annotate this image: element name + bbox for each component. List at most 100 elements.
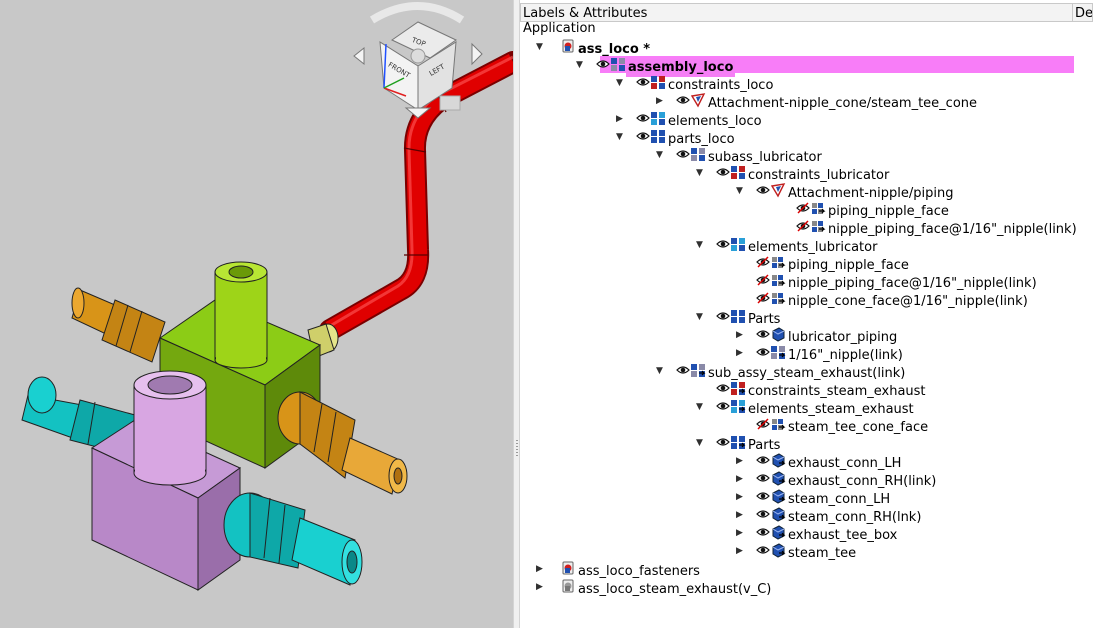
visibility-eye-icon[interactable] <box>716 400 730 418</box>
expand-arrow-icon[interactable]: ▼ <box>696 240 703 250</box>
tree-row[interactable]: nipple_piping_face@1/16"_nipple(link) <box>776 218 1079 238</box>
tree-row[interactable]: ▶ass_loco_steam_exhaust(v_C) <box>536 578 773 597</box>
tree-row[interactable]: ▼sub_assy_steam_exhaust(link) <box>656 362 907 382</box>
tree-row[interactable]: ▶1/16"_nipple(link) <box>736 344 905 364</box>
visibility-eye-icon[interactable] <box>756 508 770 526</box>
visibility-eye-icon[interactable] <box>756 184 770 202</box>
collapse-arrow-icon[interactable]: ▶ <box>656 96 663 106</box>
visibility-eye-icon[interactable] <box>676 364 690 382</box>
visibility-hidden-eye-icon[interactable] <box>756 256 770 274</box>
tree-row[interactable]: ▶steam_conn_LH <box>736 488 892 508</box>
visibility-eye-icon[interactable] <box>676 94 690 112</box>
expand-arrow-icon[interactable]: ▼ <box>536 42 543 52</box>
tree-row[interactable]: ▼parts_loco <box>616 128 737 148</box>
tree-row[interactable]: nipple_piping_face@1/16"_nipple(link) <box>736 272 1039 292</box>
tree-row[interactable]: ▼subass_lubricator <box>656 146 824 166</box>
column-header-labels[interactable]: Labels & Attributes <box>520 3 1073 22</box>
tree-row[interactable]: ▼elements_lubricator <box>696 236 879 256</box>
collapse-arrow-icon[interactable]: ▶ <box>736 330 743 340</box>
panel-splitter[interactable] <box>513 0 520 628</box>
visibility-eye-icon[interactable] <box>716 436 730 454</box>
tree-row[interactable]: constraints_steam_exhaust <box>696 380 928 400</box>
navigation-cube[interactable]: TOP FRONT LEFT <box>353 2 483 119</box>
tree-row[interactable]: ▶steam_tee <box>736 542 858 562</box>
collapse-arrow-icon[interactable]: ▶ <box>736 474 743 484</box>
tree-row[interactable]: ▼constraints_loco <box>616 74 775 94</box>
tree-row[interactable]: ▼Parts <box>696 434 782 454</box>
tree-row[interactable]: ▼Attachment-nipple/piping <box>736 182 955 202</box>
expand-arrow-icon[interactable]: ▼ <box>656 150 663 160</box>
navcube-left-arrow-icon[interactable] <box>353 46 365 66</box>
expand-arrow-icon[interactable]: ▼ <box>696 168 703 178</box>
visibility-eye-icon[interactable] <box>756 472 770 490</box>
tree-row[interactable]: ▶ass_loco_fasteners <box>536 560 702 579</box>
collapse-arrow-icon[interactable]: ▶ <box>616 114 623 124</box>
visibility-eye-icon[interactable] <box>716 166 730 184</box>
tree-row[interactable]: piping_nipple_face <box>776 200 951 220</box>
tree-row[interactable]: ▼elements_steam_exhaust <box>696 398 916 418</box>
visibility-eye-icon[interactable] <box>636 112 650 130</box>
steam-conn-right-part[interactable] <box>223 492 363 586</box>
tree-row[interactable]: nipple_cone_face@1/16"_nipple(link) <box>736 290 1030 310</box>
3d-viewport[interactable]: TOP FRONT LEFT <box>0 0 513 628</box>
expand-arrow-icon[interactable]: ▼ <box>696 312 703 322</box>
tree-row[interactable]: ▶Attachment-nipple_cone/steam_tee_cone <box>656 92 979 112</box>
steam-tee-cylinder-part[interactable] <box>133 370 207 486</box>
tree-row[interactable]: ▼assembly_loco <box>576 56 736 77</box>
visibility-eye-icon[interactable] <box>636 76 650 94</box>
visibility-eye-icon[interactable] <box>756 544 770 562</box>
tree-row[interactable]: ▼ass_loco * <box>536 38 652 57</box>
collapse-arrow-icon[interactable]: ▶ <box>736 492 743 502</box>
collapse-arrow-icon[interactable]: ▶ <box>736 546 743 556</box>
visibility-eye-icon[interactable] <box>676 148 690 166</box>
visibility-hidden-eye-icon[interactable] <box>756 292 770 310</box>
visibility-eye-icon[interactable] <box>596 58 610 76</box>
collapse-arrow-icon[interactable]: ▶ <box>736 348 743 358</box>
assembly-red-icon <box>560 38 576 60</box>
visibility-eye-icon[interactable] <box>756 328 770 346</box>
expand-arrow-icon[interactable]: ▼ <box>616 78 623 88</box>
visibility-hidden-eye-icon[interactable] <box>796 202 810 220</box>
collapse-arrow-icon[interactable]: ▶ <box>536 582 543 592</box>
tree-row[interactable]: ▶exhaust_conn_LH <box>736 452 903 472</box>
tree-row[interactable]: ▶ elements_loco <box>616 110 764 130</box>
visibility-eye-icon[interactable] <box>756 454 770 472</box>
tree-row[interactable]: ▼constraints_lubricator <box>696 164 891 184</box>
visibility-eye-icon[interactable] <box>716 382 730 400</box>
tree-row[interactable]: piping_nipple_face <box>736 254 911 274</box>
tree-item-label: elements_loco <box>668 113 762 129</box>
visibility-eye-icon[interactable] <box>756 490 770 508</box>
tree-row[interactable]: ▶exhaust_tee_box <box>736 524 899 544</box>
visibility-eye-icon[interactable] <box>756 346 770 364</box>
navcube-menu-icon[interactable] <box>439 95 461 111</box>
visibility-eye-icon[interactable] <box>636 130 650 148</box>
visibility-hidden-eye-icon[interactable] <box>756 418 770 436</box>
collapse-arrow-icon[interactable]: ▶ <box>536 564 543 574</box>
visibility-eye-icon[interactable] <box>716 238 730 256</box>
tree-row[interactable]: ▶lubricator_piping <box>736 326 899 346</box>
collapse-arrow-icon[interactable]: ▶ <box>736 510 743 520</box>
expand-arrow-icon[interactable]: ▼ <box>656 366 663 376</box>
column-header-description[interactable]: De <box>1073 3 1093 22</box>
tree-row[interactable]: ▶exhaust_conn_RH(link) <box>736 470 938 490</box>
expand-arrow-icon[interactable]: ▼ <box>616 132 623 142</box>
collapse-arrow-icon[interactable]: ▶ <box>736 528 743 538</box>
visibility-eye-icon[interactable] <box>756 526 770 544</box>
exhaust-conn-left-part[interactable] <box>71 287 166 363</box>
visibility-eye-icon[interactable] <box>716 310 730 328</box>
expand-arrow-icon[interactable]: ▼ <box>696 438 703 448</box>
expand-arrow-icon[interactable]: ▼ <box>696 402 703 412</box>
lubricator-cylinder-part[interactable] <box>214 261 268 369</box>
visibility-hidden-eye-icon[interactable] <box>796 220 810 238</box>
tree-row[interactable]: ▶steam_conn_RH(lnk) <box>736 506 923 526</box>
expand-arrow-icon[interactable]: ▼ <box>736 186 743 196</box>
tree-row[interactable]: ▼Parts <box>696 308 782 328</box>
exhaust-conn-right-part[interactable] <box>277 391 408 495</box>
visibility-hidden-eye-icon[interactable] <box>756 274 770 292</box>
navcube-right-arrow-icon[interactable] <box>471 42 483 66</box>
navcube-down-arrow-icon[interactable] <box>404 107 432 119</box>
labels-attributes-tree[interactable]: Labels & Attributes De Application ▼ass_… <box>520 0 1093 628</box>
tree-row[interactable]: steam_tee_cone_face <box>736 416 930 436</box>
expand-arrow-icon[interactable]: ▼ <box>576 60 583 70</box>
collapse-arrow-icon[interactable]: ▶ <box>736 456 743 466</box>
